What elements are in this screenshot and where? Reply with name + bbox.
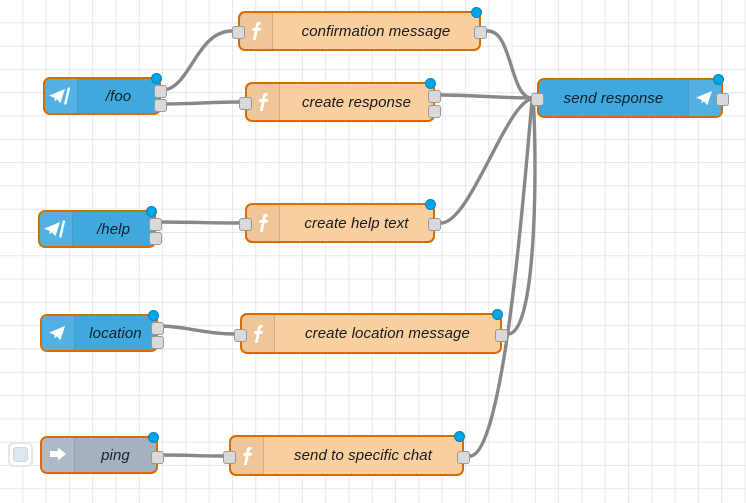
status-dot (425, 199, 436, 210)
telegram-plain-icon (42, 316, 75, 350)
status-dot (148, 310, 159, 321)
node-label: create location message (305, 325, 470, 342)
status-dot (151, 73, 162, 84)
wire-help-to-createhelp (155, 220, 242, 225)
link-arrow-icon (42, 438, 75, 472)
input-port[interactable] (239, 97, 252, 110)
function-f-icon (242, 315, 275, 352)
output-port-0[interactable] (428, 90, 441, 103)
input-port[interactable] (223, 451, 236, 464)
wire-foo-to-confirmation (160, 29, 234, 92)
status-dot (492, 309, 503, 320)
wire-sendchat-to-send (468, 99, 534, 458)
node-label: /help (96, 220, 131, 238)
output-port-1[interactable] (428, 105, 441, 118)
node-label: create response (301, 93, 412, 111)
output-port-0[interactable] (149, 218, 162, 231)
output-port-0[interactable] (428, 218, 441, 231)
node-label: ping (101, 446, 130, 464)
output-port-1[interactable] (151, 336, 164, 349)
wire-ping-to-sendchat (157, 453, 226, 458)
function-f-icon (247, 84, 280, 120)
node-location-event[interactable]: location (40, 310, 164, 352)
wire-createhelp-to-send (439, 97, 533, 225)
node-confirmation-message[interactable]: confirmation message (232, 7, 487, 51)
node-label: location (89, 324, 142, 342)
node-send-response[interactable]: send response (531, 74, 729, 118)
node-create-help-text[interactable]: create help text (239, 199, 441, 243)
wire-confirmation-to-send (486, 29, 533, 100)
telegram-command-icon (45, 79, 78, 113)
output-port-1[interactable] (149, 232, 162, 245)
telegram-plain-icon (688, 80, 721, 116)
input-port[interactable] (239, 218, 252, 231)
node-label: confirmation message (301, 22, 451, 40)
output-port-0[interactable] (474, 26, 487, 39)
node-help-command[interactable]: /help (38, 206, 162, 248)
output-port-1[interactable] (154, 99, 167, 112)
node-label: send to specific chat (293, 447, 432, 464)
input-port[interactable] (232, 26, 245, 39)
status-dot (146, 206, 157, 217)
node-foo-command[interactable]: /foo (43, 73, 167, 115)
wire-location-to-createlocation (157, 324, 237, 336)
link-in-stub-square (13, 447, 28, 462)
status-dot (713, 74, 724, 85)
output-port-0[interactable] (457, 451, 470, 464)
wire-foo-to-create-response (160, 100, 242, 106)
node-send-to-specific-chat[interactable]: send to specific chat (223, 431, 470, 476)
telegram-command-icon (40, 212, 73, 246)
link-in-stub[interactable] (8, 442, 33, 467)
node-label: send response (563, 89, 664, 107)
function-f-icon (231, 437, 264, 474)
status-dot (454, 431, 465, 442)
output-port-0[interactable] (151, 322, 164, 335)
node-create-response[interactable]: create response (239, 78, 441, 122)
wire-createlocation-to-send (506, 98, 537, 336)
function-f-icon (247, 205, 280, 241)
output-port-0[interactable] (154, 85, 167, 98)
input-port[interactable] (531, 93, 544, 106)
status-dot (425, 78, 436, 89)
output-port-0[interactable] (716, 93, 729, 106)
output-port-0[interactable] (495, 329, 508, 342)
status-dot (471, 7, 482, 18)
wire-createresponse-to-send (439, 93, 533, 100)
node-label: create help text (304, 214, 409, 232)
output-port-0[interactable] (151, 451, 164, 464)
function-f-icon (240, 13, 273, 49)
node-label: /foo (105, 87, 132, 105)
input-port[interactable] (234, 329, 247, 342)
node-create-location-message[interactable]: create location message (234, 309, 508, 354)
node-ping-link[interactable]: ping (40, 432, 164, 474)
status-dot (148, 432, 159, 443)
